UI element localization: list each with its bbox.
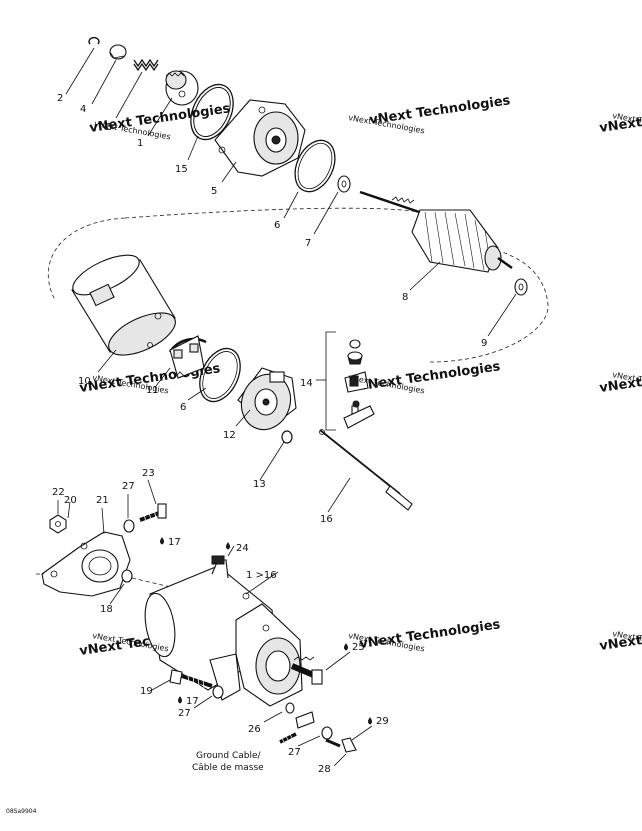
part-washer-9 [514, 278, 528, 296]
callout-6a: 6 [274, 220, 280, 231]
part-washer-18 [121, 569, 133, 583]
callout-25: 25 [352, 642, 365, 653]
part-pinion-drive [165, 70, 199, 106]
callout-19: 19 [140, 686, 153, 697]
loctite-drop-icon [368, 717, 372, 725]
callout-28: 28 [318, 764, 331, 775]
part-o-ring-6a [294, 139, 336, 193]
callout-29: 29 [376, 716, 389, 727]
part-armature [359, 190, 513, 273]
callout-27c: 27 [288, 747, 301, 758]
alignment-guide [47, 207, 549, 363]
callout-20: 20 [64, 495, 77, 506]
callout-9: 9 [481, 338, 487, 349]
part-terminal-group [343, 339, 375, 429]
ghost-watermark: vNext Technologies [358, 359, 501, 394]
part-screw-28 [325, 737, 357, 753]
part-o-ring-6b [199, 347, 241, 403]
callout-27b: 27 [178, 708, 191, 719]
part-end-cover [237, 367, 297, 431]
loctite-drop-icon [160, 537, 164, 545]
callout-22: 22 [52, 487, 65, 498]
part-through-bolt [319, 429, 413, 511]
callout-5: 5 [211, 186, 217, 197]
ground-cable-en: Ground Cable/ [196, 751, 262, 761]
part-ground-strap [279, 702, 315, 744]
drawing-code: 08Sa9904 [6, 808, 37, 815]
callout-17a: 17 [168, 537, 181, 548]
ground-cable-label: Ground Cable/ Câble de masse [192, 751, 264, 773]
callout-27a: 27 [122, 481, 135, 492]
callout-23: 23 [142, 468, 155, 479]
leader-lines [57, 47, 517, 767]
part-bolt-19 [169, 669, 213, 689]
part-washer-27b [212, 685, 224, 699]
part-starter-motor [144, 555, 323, 707]
callout-6b: 6 [180, 402, 186, 413]
callout-24: 24 [236, 543, 249, 554]
callout-15: 15 [175, 164, 188, 175]
drop-icons [160, 537, 372, 725]
loctite-drop-icon [226, 542, 230, 550]
part-bolt-23 [139, 503, 167, 523]
callout-14: 14 [300, 378, 313, 389]
callout-11: 11 [146, 385, 159, 396]
callout-3: 3 [106, 122, 112, 133]
loctite-drop-icon [344, 643, 348, 651]
part-washer-27c [321, 726, 333, 740]
callout-10: 10 [78, 376, 91, 387]
callout-7: 7 [305, 238, 311, 249]
ground-cable-fr: Câble de masse [192, 763, 264, 773]
callout-1: 1 [137, 138, 143, 149]
loctite-drop-icon [178, 696, 182, 704]
part-bracket [36, 531, 131, 597]
ghost-watermark: vNext Technologies [358, 617, 501, 652]
callout-21: 21 [96, 495, 109, 506]
part-drive-housing [214, 99, 306, 177]
callout-26: 26 [248, 724, 261, 735]
part-nut-22 [49, 514, 67, 534]
part-stop-collar [109, 44, 127, 60]
part-yoke-frame [71, 254, 176, 356]
part-o-ring-13 [281, 430, 293, 444]
part-o-ring-15 [190, 83, 234, 141]
part-washer-27a [123, 519, 135, 533]
part-spring [133, 58, 159, 72]
callout-12: 12 [223, 430, 236, 441]
callout-16: 16 [320, 514, 333, 525]
callout-18: 18 [100, 604, 113, 615]
callout-13: 13 [253, 479, 266, 490]
callout-17b: 17 [186, 696, 199, 707]
callout-8: 8 [402, 292, 408, 303]
part-snap-ring [88, 36, 100, 45]
callout-labels: 2 4 3 1 15 5 6 7 8 9 10 11 6 12 13 14 16… [52, 93, 487, 775]
part-washer-7 [337, 175, 351, 193]
callout-4: 4 [80, 104, 86, 115]
callout-2: 2 [57, 93, 63, 104]
callout-1-to-16: 1 >16 [246, 570, 277, 581]
